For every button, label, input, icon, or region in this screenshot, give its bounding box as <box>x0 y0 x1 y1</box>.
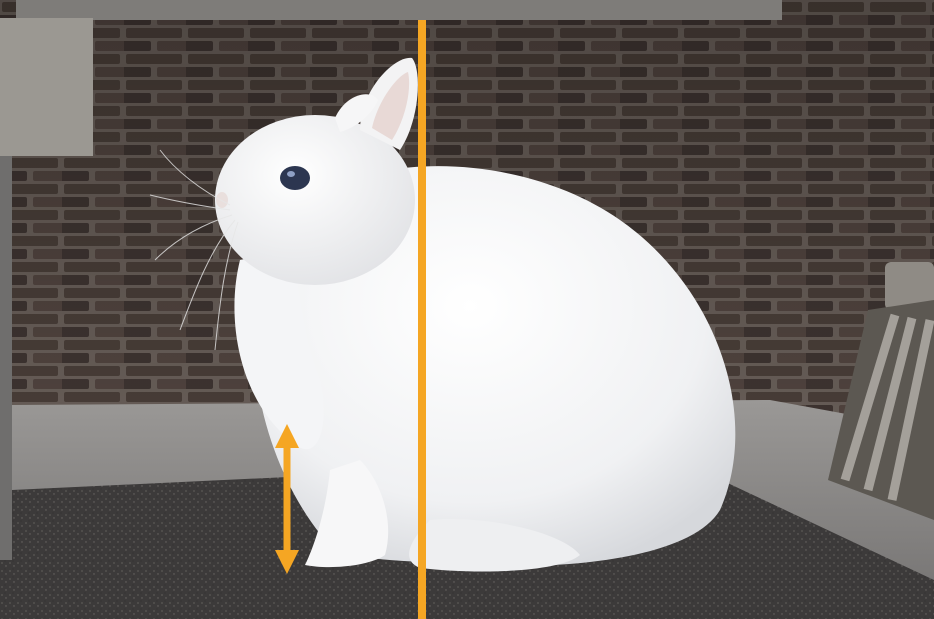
top-overlay-strip <box>16 0 782 20</box>
white-rabbit <box>149 57 736 572</box>
left-overlay-panel <box>0 18 93 156</box>
left-edge-strip <box>0 156 12 566</box>
rabbit-eye <box>280 166 310 190</box>
double-headed-arrow <box>275 424 299 574</box>
wooden-chair <box>828 262 934 520</box>
